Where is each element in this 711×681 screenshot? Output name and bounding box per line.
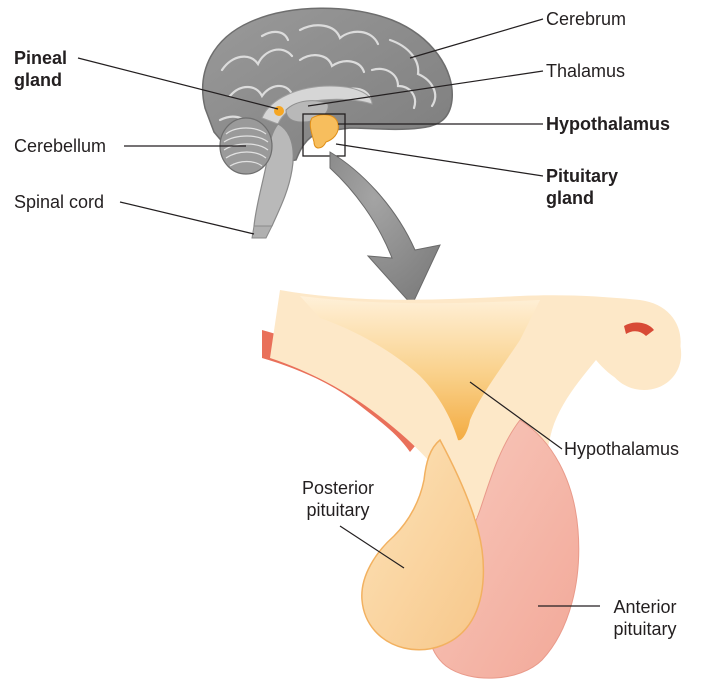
label-anterior-pituitary: Anterior pituitary [600,596,690,640]
label-posterior-pituitary: Posterior pituitary [280,477,396,521]
label-thalamus: Thalamus [546,60,625,82]
label-hypothalamus-detail: Hypothalamus [564,438,679,460]
label-pituitary-line1: Pituitary [546,165,618,187]
spinal-cord-shape [252,226,272,238]
label-cerebellum: Cerebellum [14,135,106,157]
label-anterior-line2: pituitary [600,618,690,640]
label-pineal-line1: Pineal [14,47,67,69]
leader-spinal-cord [120,202,254,234]
hypothalamus-highlight [310,115,338,148]
label-cerebrum: Cerebrum [546,8,626,30]
label-posterior-line2: pituitary [280,499,396,521]
label-pituitary-gland: Pituitary gland [546,165,618,209]
label-anterior-line1: Anterior [600,596,690,618]
label-pituitary-line2: gland [546,187,618,209]
label-pineal-gland: Pineal gland [14,47,67,91]
label-posterior-line1: Posterior [280,477,396,499]
label-hypothalamus-top: Hypothalamus [546,113,670,135]
label-pineal-line2: gland [14,69,67,91]
label-spinal-cord: Spinal cord [14,191,104,213]
leader-cerebrum [410,19,543,58]
pineal-gland-dot [274,106,284,116]
brain-illustration [203,8,453,238]
zoom-arrow [330,152,440,305]
leader-pituitary [336,144,543,176]
